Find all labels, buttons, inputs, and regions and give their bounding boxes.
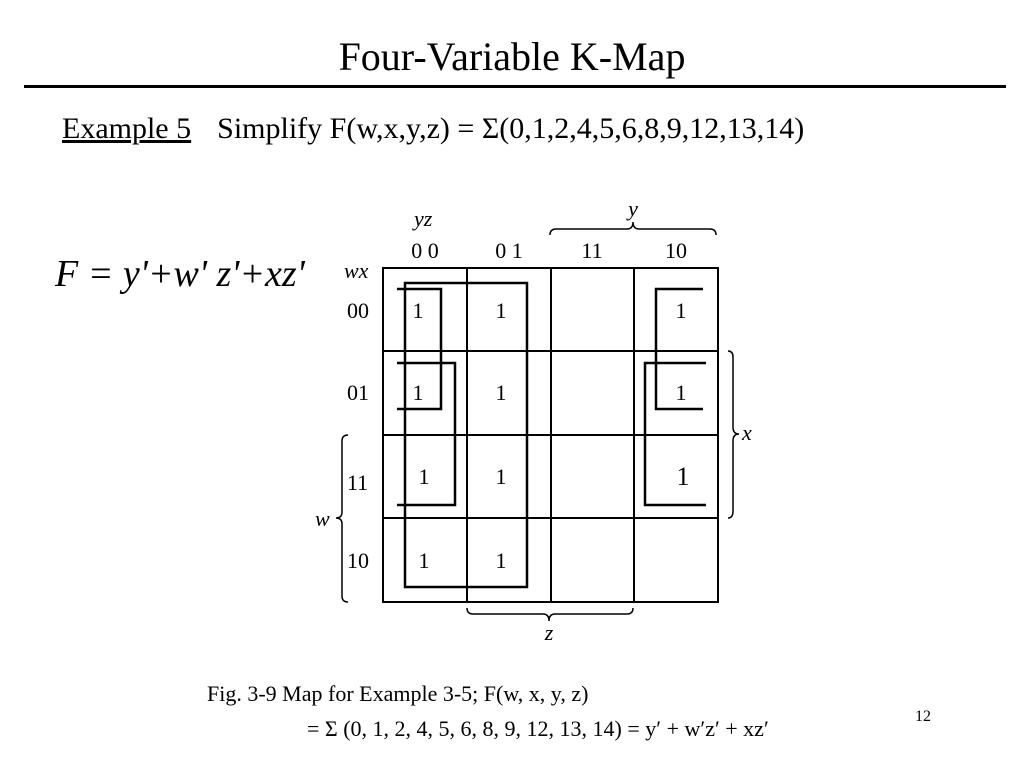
example-label: Example 5 (62, 112, 192, 145)
cell-value: 1 (419, 464, 430, 489)
result-formula: F = y'+w' z'+xz' (55, 253, 305, 295)
column-headers: 0 0 0 1 11 10 (411, 238, 687, 263)
column-header: 11 (581, 238, 602, 263)
page-number: 12 (915, 708, 931, 725)
column-header: 0 1 (495, 238, 523, 263)
w-brace-label: w (315, 506, 330, 531)
row-headers: 00 01 11 10 (347, 298, 369, 573)
example-line: Example 5 Simplify F(w,x,y,z) = Σ(0,1,2,4… (62, 112, 804, 146)
group-w-prime-z-prime-right-loop (654, 287, 703, 411)
cell-value: 1 (496, 380, 507, 405)
title-divider (24, 85, 1006, 88)
y-brace (549, 221, 717, 236)
column-header: 0 0 (411, 238, 439, 263)
slide-title: Four-Variable K-Map (338, 34, 686, 79)
cell-value: 1 (496, 548, 507, 573)
cell-value: 1 (676, 298, 687, 323)
cell-value: 1 (413, 380, 424, 405)
cell-value: 1 (496, 298, 507, 323)
figure-caption-line-1: Fig. 3-9 Map for Example 3-5; F(w, x, y,… (207, 681, 589, 706)
column-variable-label: yz (412, 206, 433, 231)
y-brace-label: y (626, 196, 638, 221)
row-header: 10 (347, 548, 369, 573)
column-header: 10 (665, 238, 687, 263)
cell-value: 1 (676, 380, 687, 405)
row-header: 01 (347, 380, 369, 405)
group-w-prime-z-prime-loop (397, 287, 443, 411)
figure-caption-line-2: = Σ (0, 1, 2, 4, 5, 6, 8, 9, 12, 13, 14)… (307, 716, 769, 741)
z-brace (466, 607, 634, 622)
row-variable-label: wx (344, 258, 369, 283)
cell-value: 1 (413, 298, 424, 323)
k-map-grid (382, 267, 719, 603)
x-brace-label: x (741, 420, 752, 445)
row-header: 11 (347, 470, 368, 495)
cell-value: 1 (677, 462, 690, 491)
group-xz-prime-left-loop (397, 361, 457, 507)
group-xz-prime-right-loop (643, 361, 706, 507)
group-y-prime-loop (403, 281, 529, 589)
row-header: 00 (347, 298, 369, 323)
cell-values: 1 1 1 1 1 1 1 1 1 1 1 (413, 298, 690, 573)
example-text: Simplify F(w,x,y,z) = Σ(0,1,2,4,5,6,8,9,… (217, 112, 805, 145)
cell-value: 1 (419, 548, 430, 573)
w-brace (335, 434, 349, 603)
cell-value: 1 (496, 464, 507, 489)
x-brace (727, 350, 740, 519)
z-brace-label: z (544, 620, 554, 645)
